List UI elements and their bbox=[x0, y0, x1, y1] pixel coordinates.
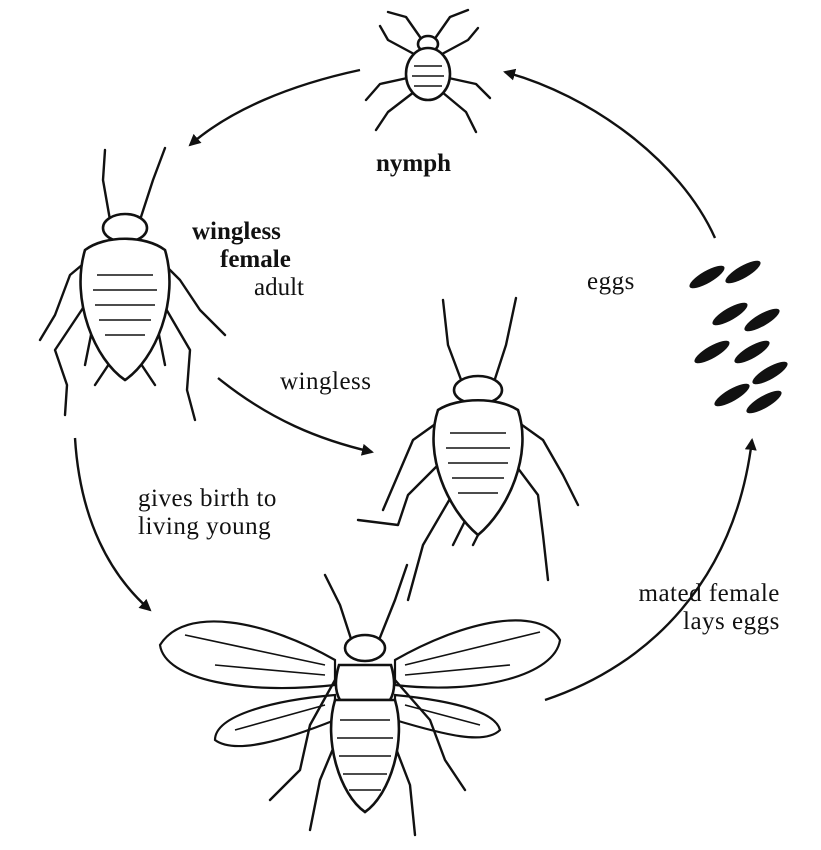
label-wingless: wingless bbox=[280, 368, 372, 396]
eggs-cluster bbox=[687, 257, 791, 417]
egg bbox=[712, 380, 753, 410]
arrow-eggs-to-nymph bbox=[505, 72, 715, 238]
label-line: female bbox=[192, 246, 304, 274]
label-line: adult bbox=[192, 274, 304, 302]
arrow-winged-to-eggs bbox=[545, 440, 752, 700]
egg bbox=[742, 305, 783, 335]
label-gives-birth: gives birth to living young bbox=[138, 485, 277, 541]
label-mated-female: mated female lays eggs bbox=[625, 580, 780, 636]
label-line: mated female bbox=[625, 580, 780, 608]
label-nymph: nymph bbox=[376, 150, 451, 178]
label-line: living young bbox=[138, 513, 277, 541]
label-line: gives birth to bbox=[138, 485, 277, 513]
egg bbox=[687, 262, 728, 292]
egg bbox=[744, 387, 785, 417]
arrow-nymph-to-wingless-female bbox=[190, 70, 360, 145]
egg bbox=[710, 299, 751, 329]
label-line: wingless bbox=[192, 218, 304, 246]
egg bbox=[692, 337, 733, 367]
label-wingless-female-adult: wingless female adult bbox=[192, 218, 304, 302]
nymph-illustration bbox=[366, 10, 490, 132]
egg bbox=[732, 337, 773, 367]
label-eggs: eggs bbox=[587, 268, 635, 296]
egg bbox=[723, 257, 764, 287]
wingless-illustration bbox=[358, 298, 578, 600]
label-line: lays eggs bbox=[625, 608, 780, 636]
egg bbox=[750, 358, 791, 388]
winged-female-illustration bbox=[160, 565, 560, 835]
